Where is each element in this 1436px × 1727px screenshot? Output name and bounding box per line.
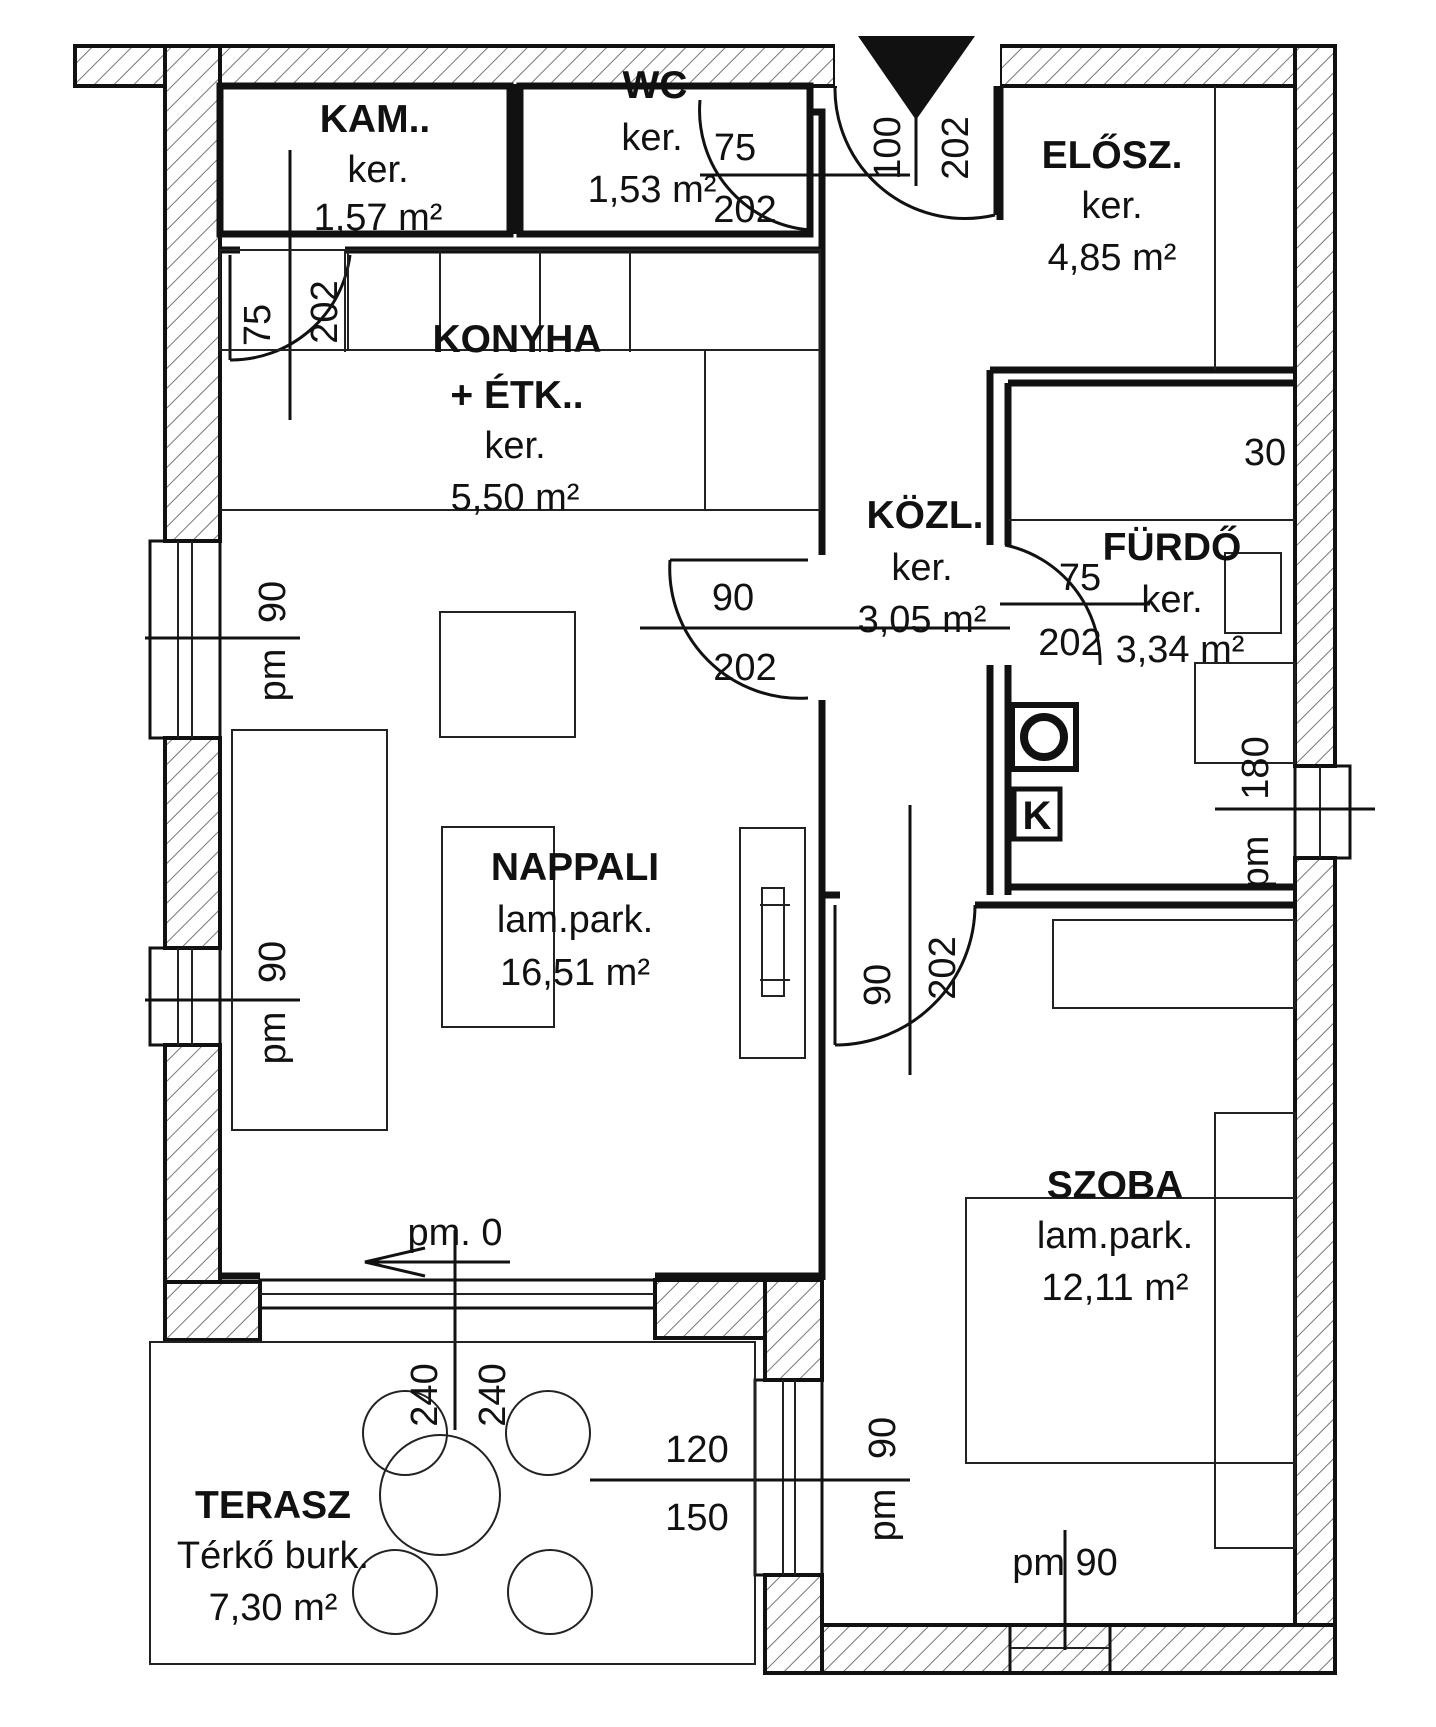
eloszoba-area: 4,85 m² — [1048, 237, 1177, 279]
szoba-window-left-width: 120 — [665, 1429, 728, 1471]
furdo-area: 3,34 m² — [1116, 629, 1245, 671]
dimension-labels: 75 202 100 202 75 202 90 202 75 202 90 2… — [237, 116, 1286, 1584]
kozlekedo-name: KÖZL. — [867, 494, 984, 537]
furdo-door-width: 75 — [1059, 557, 1101, 599]
szoba-name: SZOBA — [1047, 1164, 1184, 1207]
terasz-area: 7,30 m² — [209, 1587, 338, 1629]
entry-door-width: 100 — [867, 116, 909, 179]
szoba-window-bottom-dim: pm 90 — [1012, 1542, 1118, 1584]
left-window-bottom-width: 90 — [252, 941, 294, 983]
terasz-door-height-2: 240 — [472, 1363, 514, 1426]
szoba-door-height: 202 — [922, 936, 964, 999]
furdo-floor: ker. — [1141, 579, 1202, 621]
nappali-door-width: 90 — [712, 577, 754, 619]
furdo-niche-dim: 30 — [1244, 432, 1286, 474]
left-window-top-width: 90 — [252, 581, 294, 623]
door-swings — [145, 85, 1375, 1650]
entry-door-height: 202 — [935, 116, 977, 179]
left-window-bottom-pm: pm — [252, 1012, 294, 1065]
wc-name: WC — [623, 64, 688, 107]
konyha-name-2: + ÉTK.. — [450, 373, 583, 417]
szoba-floor: lam.park. — [1037, 1215, 1193, 1257]
szoba-window-left-height: 150 — [665, 1497, 728, 1539]
kozlekedo-floor: ker. — [891, 547, 952, 589]
szoba-window-side-width: 90 — [862, 1417, 904, 1459]
konyha-name-1: KONYHA — [432, 318, 601, 361]
room-labels: KAM.. ker. 1,57 m² WC ker. 1,53 m² ELŐSZ… — [177, 64, 1245, 1629]
kamra-area: 1,57 m² — [314, 197, 443, 239]
nappali-name: NAPPALI — [491, 846, 659, 889]
furniture: K — [149, 86, 1296, 1665]
terasz-door-height-1: 240 — [404, 1363, 446, 1426]
wc-area: 1,53 m² — [588, 169, 717, 211]
szoba-door-width: 90 — [857, 964, 899, 1006]
nappali-floor: lam.park. — [497, 899, 653, 941]
wc-floor: ker. — [621, 117, 682, 159]
furdo-door-height: 202 — [1038, 622, 1101, 664]
kam-door-height: 202 — [304, 280, 346, 343]
terasz-door-sill: pm. 0 — [407, 1212, 502, 1254]
wc-door-width: 75 — [714, 127, 756, 169]
eloszoba-floor: ker. — [1081, 185, 1142, 227]
left-window-top-pm: pm — [252, 649, 294, 702]
terasz-name: TERASZ — [195, 1484, 351, 1527]
wc-door-height: 202 — [713, 189, 776, 231]
kozlekedo-area: 3,05 m² — [858, 599, 987, 641]
konyha-floor: ker. — [484, 425, 545, 467]
szoba-area: 12,11 m² — [1041, 1267, 1188, 1309]
nappali-door-height: 202 — [713, 647, 776, 689]
konyha-area: 5,50 m² — [451, 477, 580, 519]
furdo-window-width: 180 — [1235, 736, 1277, 799]
nappali-area: 16,51 m² — [500, 952, 650, 994]
eloszoba-name: ELŐSZ. — [1042, 133, 1183, 177]
szoba-window-side-pm: pm — [862, 1489, 904, 1542]
boiler-label: K — [1023, 794, 1052, 838]
kam-door-width: 75 — [237, 304, 279, 346]
furdo-name: FÜRDŐ — [1103, 525, 1242, 569]
terasz-floor: Térkő burk. — [177, 1535, 369, 1577]
kamra-floor: ker. — [347, 149, 408, 191]
kamra-name: KAM.. — [320, 98, 431, 141]
furdo-window-pm: pm — [1235, 836, 1277, 889]
